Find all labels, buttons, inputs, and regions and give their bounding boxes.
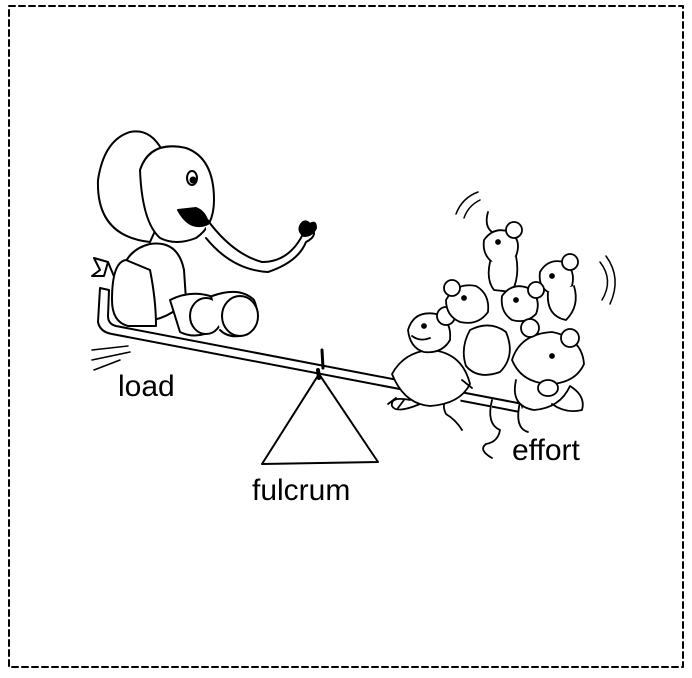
effort-label: effort [512,434,580,467]
elephant-icon [91,130,317,338]
mice-group-icon [387,211,585,459]
fulcrum-label: fulcrum [252,474,351,507]
fulcrum-triangle [261,368,379,465]
load-label: load [118,370,175,403]
excitement-lines-icon [455,191,616,305]
dashed-border [8,5,684,668]
motion-lines-icon [91,345,131,371]
